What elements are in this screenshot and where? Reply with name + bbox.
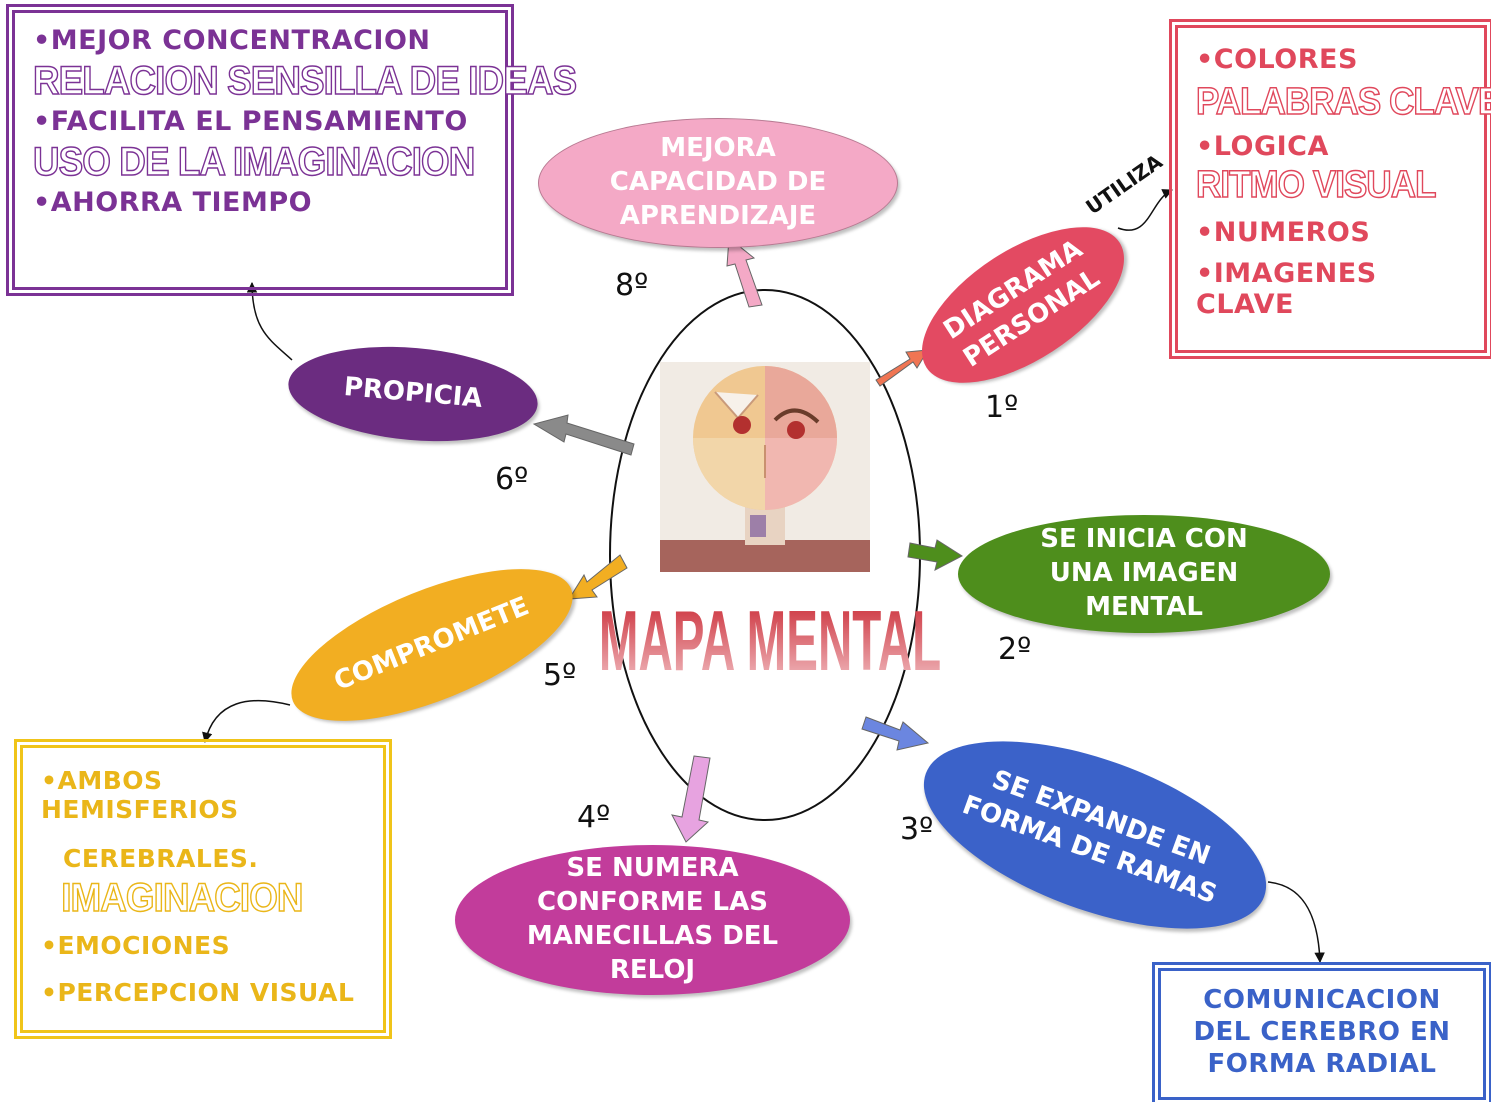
branch-line: CAPACIDAD DE [609,167,827,198]
uses-box: •COLORES PALABRAS CLAVE •LOGICA RITMO VI… [1169,19,1491,359]
branch-line: CONFORME LAS [537,887,768,918]
order-label-8: 8º [615,268,649,303]
connector-b1-to-red-box [1117,189,1173,231]
branch-se-inicia-imagen: SE INICIA CON UNA IMAGEN MENTAL [958,515,1330,633]
order-label-6: 6º [495,462,529,497]
arrow-to-branch-2 [907,539,963,571]
arrow-to-branch-1 [875,349,929,387]
arrow-to-branch-8 [726,237,763,308]
arrow-to-branch-5 [568,554,628,600]
portrait-image [660,362,870,572]
benefits-box: •MEJOR CONCENTRACION RELACION SENSILLA D… [6,4,578,296]
branch-se-numera-reloj: SE NUMERA CONFORME LAS MANECILLAS DEL RE… [455,845,850,995]
order-label-1: 1º [985,390,1019,425]
arrow-to-branch-3 [861,716,930,751]
branch-line: PROPICIA [342,372,484,415]
box-item: •MEJOR CONCENTRACION [33,25,431,56]
box-item-outline: RELACION SENSILLA DE IDEAS [32,58,577,104]
hemispheres-box: •AMBOS HEMISFERIOS CEREBRALES. IMAGINACI… [14,739,392,1039]
box-item-outline: USO DE LA IMAGINACION [32,139,476,185]
box-item: •AHORRA TIEMPO [33,187,313,218]
radial-communication-box: COMUNICACION DEL CEREBRO EN FORMA RADIAL [1152,962,1491,1102]
block-arrows [532,237,963,843]
connector-b6-to-purple-box [246,281,293,361]
box-item: •FACILITA EL PENSAMIENTO [33,106,468,137]
box-item: •IMAGENES CLAVE [1196,258,1377,321]
box-item-outline: PALABRAS CLAVE [1195,80,1491,123]
box-line: FORMA RADIAL [1207,1049,1437,1079]
box-item: CEREBRALES. [63,844,259,873]
order-label-3: 3º [900,812,934,847]
branch-line: UNA IMAGEN [1049,558,1239,589]
branch-line: MENTAL [1085,591,1203,622]
box-item-outline: RITMO VISUAL [1195,163,1437,206]
connector-b3-to-blue-box [1267,881,1325,964]
box-item: •PERCEPCION VISUAL [41,978,355,1007]
branch-line: MANECILLAS DEL [526,921,779,951]
branch-line: APRENDIZAJE [619,200,817,231]
order-label-4: 4º [577,800,611,835]
box-line: DEL CEREBRO EN [1193,1017,1451,1047]
branch-line: SE NUMERA [566,853,739,884]
branch-line: MEJORA [660,133,776,164]
box-item: •COLORES [1196,44,1358,75]
arrow-to-branch-6 [532,414,635,456]
box-item: •LOGICA [1196,130,1329,162]
branch-line: RELOJ [609,954,696,985]
box-item-outline: IMAGINACION [61,875,305,921]
connector-b5-to-yellow-box [202,699,291,744]
box-item: •NUMEROS [1196,217,1371,249]
box-line: COMUNICACION [1203,985,1441,1015]
arrow-to-branch-4 [671,755,711,843]
branch-mejora-aprendizaje: MEJORA CAPACIDAD DE APRENDIZAJE [538,118,898,248]
order-label-5: 5º [543,658,577,693]
branch-line: SE INICIA CON [1040,524,1248,555]
box-item: •AMBOS HEMISFERIOS [41,766,239,824]
central-title: MAPA MENTAL [599,592,941,688]
order-label-2: 2º [998,632,1032,667]
box-item: •EMOCIONES [41,931,231,960]
